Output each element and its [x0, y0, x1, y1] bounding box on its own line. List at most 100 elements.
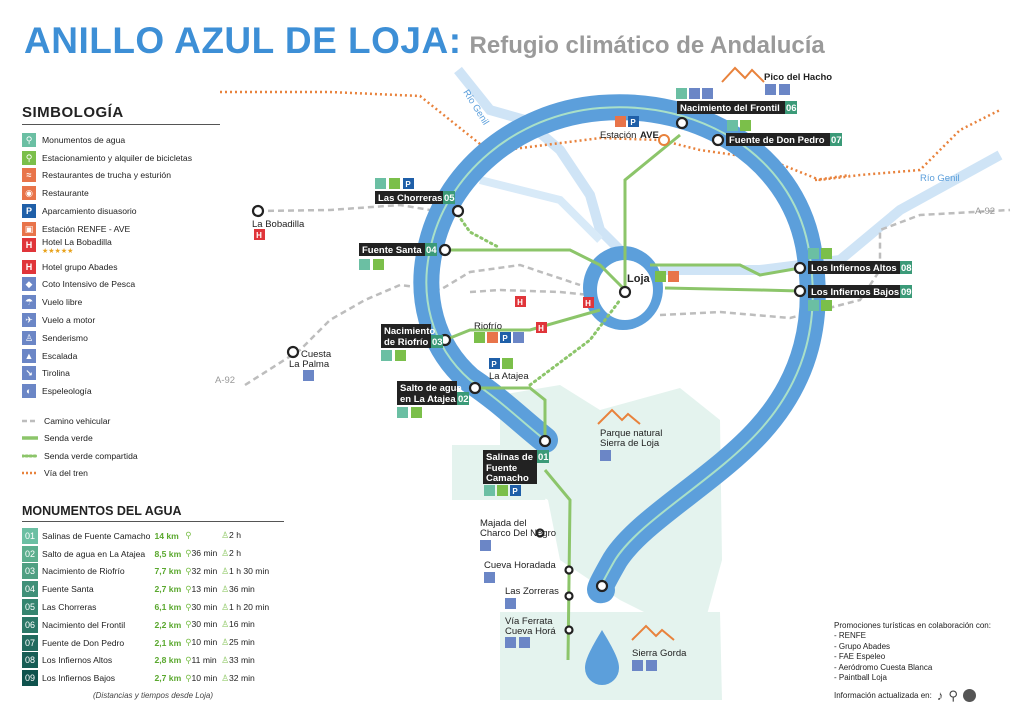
hiking-icon: ♙: [221, 637, 230, 648]
station-salinas[interactable]: [538, 434, 552, 448]
legend-item: ◆Coto Intensivo de Pesca: [22, 276, 220, 294]
stop-via-ferrata[interactable]: [564, 625, 574, 635]
line-legend-label: Vía del tren: [44, 468, 88, 479]
legend-label-group: Hotel La Bobadilla★★★★★: [42, 237, 112, 256]
svg-text:H: H: [517, 298, 523, 307]
stars-rating: ★★★★★: [42, 247, 74, 255]
monument-number: 04: [22, 581, 38, 598]
promo-item: - RENFE: [834, 631, 866, 641]
water-drop-icon: [808, 300, 819, 311]
label-chorreras: Las Chorreras: [378, 193, 442, 204]
line-legend-item: Senda verde compartida: [22, 447, 220, 465]
caving-icon: ◐: [22, 384, 36, 399]
legend-label: Tirolina: [42, 368, 70, 379]
bicycle-icon: [821, 248, 832, 259]
monument-name: Salinas de Fuente Camacho: [42, 530, 151, 541]
label-don-pedro: Fuente de Don Pedro: [729, 135, 825, 146]
bicycle-icon: [740, 120, 751, 131]
place-bobadilla-dot[interactable]: [251, 204, 265, 218]
promo-item: - FAE Espeleo: [834, 652, 886, 662]
label-via-ferrata-1: Vía Ferrata: [505, 616, 553, 627]
station-don-pedro[interactable]: [711, 133, 725, 147]
station-riofrio[interactable]: [438, 333, 452, 347]
station-fuente-santa[interactable]: [438, 243, 452, 257]
place-cuesta-dot[interactable]: [286, 345, 300, 359]
stop-zorreras[interactable]: [564, 591, 574, 601]
monument-name: Las Chorreras: [42, 602, 97, 613]
station-infiernos-bajos[interactable]: [793, 284, 807, 298]
road-line-swatch: [22, 419, 38, 423]
bicycle-icon: ⚲: [185, 601, 192, 612]
num-infiernos-bajos: 09: [901, 287, 912, 298]
bicycle-icon: [502, 358, 513, 369]
monument-name: Los Infiernos Bajos: [42, 673, 116, 684]
google-maps-icon[interactable]: ⚲: [948, 687, 958, 703]
bicycle-icon: [474, 332, 485, 343]
tiktok-icon[interactable]: ♪: [936, 687, 944, 703]
label-fuente-santa: Fuente Santa: [362, 245, 422, 256]
station-infiernos-altos[interactable]: [793, 261, 807, 275]
plane-icon: ✈: [22, 313, 36, 328]
legend-heading: SIMBOLOGÍA: [22, 104, 220, 125]
label-majada-2: Charco Del Negro: [480, 528, 556, 539]
label-rio-genil-north: Río Genil: [460, 88, 490, 127]
label-atajea-1: Salto de agua: [400, 383, 462, 394]
railway-segment: [814, 173, 851, 182]
monument-number: 08: [22, 652, 38, 669]
road-a92-west: [244, 263, 581, 387]
bicycle-icon: ⚲: [185, 548, 192, 559]
monument-walk-time: 2 h: [229, 548, 241, 559]
legend-label: Aparcamiento disuasorio: [42, 206, 137, 217]
line-legend-item: Camino vehicular: [22, 412, 220, 430]
bicycle-icon: ⚲: [185, 530, 192, 541]
restaurant-icon: [668, 271, 679, 282]
road-bobadilla: [257, 203, 461, 217]
stop-majada[interactable]: [535, 528, 545, 538]
hotel-icon: [515, 296, 526, 307]
label-atajea-2: en La Atajea: [400, 394, 456, 405]
hiking-icon: ♙: [221, 583, 230, 594]
station-frontil[interactable]: [675, 116, 689, 130]
water-drop-icon: [727, 120, 738, 131]
station-chorreras[interactable]: [451, 204, 465, 218]
label-via-ferrata-2: Cueva Horá: [505, 626, 556, 637]
zipline-icon: ↘: [22, 366, 36, 381]
bicycle-icon: [373, 259, 384, 270]
monument-number: 06: [22, 616, 38, 633]
legend-item: ≈Restaurantes de trucha y esturión: [22, 167, 220, 185]
bicycle-icon: [497, 485, 508, 496]
station-atajea[interactable]: [468, 381, 482, 395]
monument-number: 09: [22, 670, 38, 687]
legend-item: ⚲Estacionamiento y alquiler de bicicleta…: [22, 149, 220, 167]
bicycle-icon: [411, 407, 422, 418]
parking-icon: [628, 116, 639, 127]
legend-label: Senderismo: [42, 332, 88, 343]
promo-item: - Aeródromo Cuesta Blanca: [834, 662, 933, 672]
wikiloc-icon[interactable]: [962, 689, 976, 703]
label-ave: AVE: [640, 130, 659, 141]
label-salinas-3: Camacho: [486, 473, 529, 484]
monument-walk-time: 16 min: [229, 619, 255, 630]
svg-text:P: P: [502, 334, 508, 343]
station-ave-dot[interactable]: [658, 134, 670, 146]
hotel-icon: [583, 297, 594, 308]
stop-cueva[interactable]: [564, 565, 574, 575]
station-ring-end[interactable]: [595, 579, 609, 593]
label-majada-1: Majada del: [480, 518, 526, 529]
hiking-icon: ♙: [221, 654, 230, 665]
green-path-fuente-santa: [445, 248, 627, 292]
line-legend: Camino vehicular Senda verde Senda verde…: [22, 412, 220, 482]
line-legend-item: Senda verde: [22, 430, 220, 448]
monument-walk-time: 33 min: [229, 654, 255, 665]
updated-label: Información actualizada en:: [834, 690, 932, 700]
legend-label: Hotel grupo Abades: [42, 261, 118, 272]
place-loja-dot[interactable]: [618, 285, 632, 299]
monument-name: Salto de agua en La Atajea: [42, 548, 146, 559]
monument-walk-time: 2 h: [229, 530, 241, 541]
